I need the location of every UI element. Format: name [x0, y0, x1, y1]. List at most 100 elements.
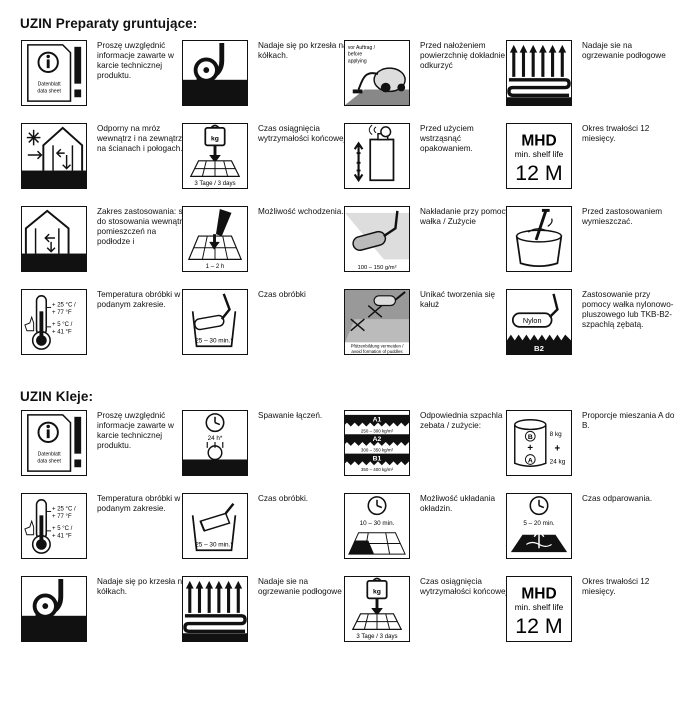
svg-text:25 – 30 min.*: 25 – 30 min.* [195, 337, 233, 344]
svg-text:kg: kg [373, 588, 381, 595]
frost-resistant-icon [21, 123, 87, 189]
pictogram-item: Nadaje się po krzesła na kółkach. [182, 40, 348, 110]
pictogram-description: Temperatura obróbki w podanym zakresie. [97, 290, 181, 309]
pictogram-description: Przed nałożeniem powierzchnię dokładnie … [420, 41, 506, 70]
svg-text:12 M: 12 M [515, 614, 562, 638]
svg-text:300 – 350 kg/m²: 300 – 350 kg/m² [361, 448, 394, 453]
pictogram-description: Okres trwałości 12 miesięcy. [582, 124, 650, 143]
pictogram-item: 24 h* Spawanie łączeń. [182, 410, 342, 480]
walk-on-icon: 1 – 2 h [182, 206, 248, 272]
svg-text:applying: applying [348, 58, 367, 64]
shake-container-icon [344, 123, 410, 189]
laying-time-icon: 10 – 30 min. [344, 493, 410, 559]
pictogram-description: Okres trwałości 12 miesięcy. [582, 577, 650, 596]
pictogram-description: Nadaje sie na ogrzewanie podłogowe [582, 41, 666, 60]
pictogram-item: Pfützenbildung vermeiden /avoid formatio… [344, 289, 504, 359]
pictogram-item: Zakres zastosowania: się do stosowania w… [21, 206, 189, 276]
svg-text:kg: kg [211, 135, 219, 142]
pictogram-item: 100 – 150 g/m² Nakładanie przy pomocy wał… [344, 206, 510, 276]
pictogram-item: Nadaje się po krzesła na kółkach. [21, 576, 187, 646]
svg-text:12 M: 12 M [515, 161, 562, 185]
pictogram-item: 25 – 30 min.*Czas obróbki. [182, 493, 342, 563]
pictogram-description: Unikać tworzenia się kałuż [420, 290, 496, 309]
svg-text:+ 41 °F: + 41 °F [52, 330, 72, 336]
svg-text:A2: A2 [373, 436, 382, 443]
pictogram-description: Czas osiągnięcia wytrzymałości końcowej. [258, 124, 348, 143]
svg-text:Datenblatt: Datenblatt [38, 82, 62, 88]
pictogram-description: Czas osiągnięcia wytrzymałości końcowej. [420, 577, 510, 596]
svg-text:+ 25 °C /: + 25 °C / [52, 506, 76, 512]
svg-text:+ 77 °F: + 77 °F [52, 514, 72, 520]
svg-text:+ 77 °F: + 77 °F [52, 310, 72, 316]
svg-text:min. shelf life: min. shelf life [515, 602, 564, 612]
castor-wheel-icon [182, 40, 248, 106]
pictogram-description: Proporcje mieszania A do B. [582, 411, 675, 430]
open-time-icon: 5 – 20 min. [506, 493, 572, 559]
pictogram-description: Spawanie łączeń. [258, 411, 323, 420]
svg-text:+ 41 °F: + 41 °F [52, 534, 72, 540]
pictogram-description: Odporny na mróz wewnątrz i na zewnątrz, … [97, 124, 185, 153]
svg-text:100 – 150 g/m²: 100 – 150 g/m² [358, 265, 397, 271]
svg-text:24 kg: 24 kg [550, 458, 566, 465]
svg-text:5 – 20 min.: 5 – 20 min. [523, 520, 554, 527]
bucket-roller-icon: 25 – 30 min.* [182, 289, 248, 355]
pictogram-item: Odporny na mróz wewnątrz i na zewnątrz, … [21, 123, 184, 193]
section-title-primers: UZIN Preparaty gruntujące: [20, 16, 198, 31]
svg-text:B1: B1 [373, 455, 382, 462]
avoid-puddles-icon: Pfützenbildung vermeiden /avoid formatio… [344, 289, 410, 355]
svg-text:24 h*: 24 h* [208, 435, 223, 442]
svg-text:A1: A1 [373, 417, 382, 424]
svg-text:vor Auftrag /: vor Auftrag / [348, 45, 376, 51]
seam-welding-icon: 24 h* [182, 410, 248, 476]
thermometer-icon: + 25 °C /+ 77 °F+ 5 °C /+ 41 °F [21, 493, 87, 559]
svg-text:MHD: MHD [521, 585, 556, 602]
pictogram-description: Nadaje sie na ogrzewanie podłogowe [258, 577, 342, 596]
pictogram-item: Przed użyciem wstrząsnąć opakowaniem. [344, 123, 504, 193]
pictogram-description: Nakładanie przy pomocy wałka / Zużycie [420, 207, 510, 226]
pictogram-description: Odpowiednia szpachla zebata / zużycie: [420, 411, 503, 430]
pictogram-item: Nadaje sie na ogrzewanie podłogowe [506, 40, 666, 110]
svg-text:25 – 30 min.*: 25 – 30 min.* [195, 541, 233, 548]
pictogram-description: Nadaje się po krzesła na kółkach. [258, 41, 348, 60]
thermometer-icon: + 25 °C /+ 77 °F+ 5 °C /+ 41 °F [21, 289, 87, 355]
pictogram-description: Zakres zastosowania: się do stosowania w… [97, 207, 189, 246]
pictogram-item: Nadaje sie na ogrzewanie podłogowe [182, 576, 342, 646]
pictogram-description: Nadaje się po krzesła na kółkach. [97, 577, 187, 596]
svg-text:3 Tage / 3 days: 3 Tage / 3 days [356, 633, 397, 640]
svg-text:+ 5 °C /: + 5 °C / [52, 322, 73, 328]
castor-wheel-icon [21, 576, 87, 642]
pictogram-description: Zastosowanie przy pomocy wałka nylonowo-… [582, 290, 674, 329]
svg-text:data sheet: data sheet [37, 458, 61, 464]
indoor-use-icon [21, 206, 87, 272]
svg-text:+: + [555, 444, 561, 455]
bucket-trowel-icon: 25 – 30 min.* [182, 493, 248, 559]
svg-text:Datenblatt: Datenblatt [38, 452, 62, 458]
section-title-adhesives: UZIN Kleje: [20, 389, 94, 404]
svg-text:1 – 2 h: 1 – 2 h [206, 263, 225, 270]
svg-text:10 – 30 min.: 10 – 30 min. [360, 520, 395, 527]
floor-heating-icon [506, 40, 572, 106]
pictogram-item: kg 3 Tage / 3 days Czas osiągnięcia wytrz… [344, 576, 510, 646]
svg-text:8 kg: 8 kg [550, 431, 563, 438]
pictogram-item: 25 – 30 min.*Czas obróbki [182, 289, 342, 359]
svg-text:A: A [528, 457, 533, 464]
pictogram-description: Możliwość wchodzenia. [258, 207, 344, 216]
pictogram-item: 1 – 2 h Możliwość wchodzenia. [182, 206, 344, 276]
